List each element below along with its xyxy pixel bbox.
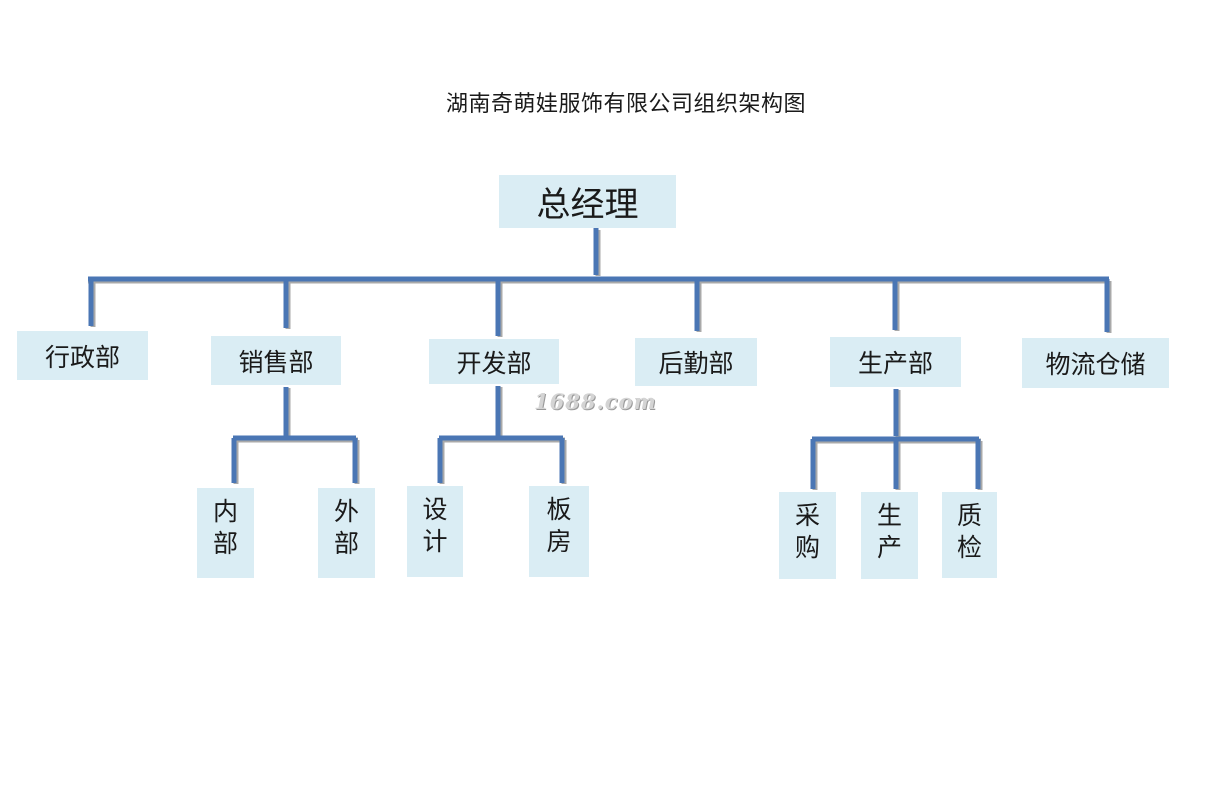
node-sales-internal: 内部 (197, 488, 254, 578)
node-label: 总经理 (536, 185, 639, 225)
watermark-text: 1688.com (534, 389, 657, 414)
node-dev-pattern-room: 板房 (529, 486, 589, 577)
node-prod-purchasing: 采购 (779, 492, 836, 579)
node-label: 质检 (957, 501, 983, 562)
node-sales-dept: 销售部 (211, 336, 341, 385)
node-prod-production: 生产 (861, 492, 918, 579)
node-label: 销售部 (238, 347, 314, 377)
node-label: 板房 (546, 495, 572, 556)
node-label: 生产 (877, 501, 903, 562)
node-development-dept: 开发部 (429, 339, 559, 384)
node-label: 内部 (213, 497, 239, 558)
node-label: 外部 (334, 497, 360, 558)
node-label: 物流仓储 (1045, 350, 1146, 379)
node-label: 行政部 (44, 342, 120, 372)
node-label: 采购 (795, 501, 821, 562)
node-label: 设计 (422, 495, 448, 556)
node-label: 生产部 (857, 349, 933, 378)
chart-title: 湖南奇萌娃服饰有限公司组织架构图 (445, 92, 806, 117)
node-logistics-support-dept: 后勤部 (635, 338, 757, 386)
node-admin-dept: 行政部 (17, 331, 148, 380)
node-prod-quality-check: 质检 (942, 492, 997, 578)
node-label: 后勤部 (658, 349, 734, 378)
node-sales-external: 外部 (318, 488, 375, 578)
node-logistics-warehouse: 物流仓储 (1022, 338, 1169, 388)
node-dev-design: 设计 (407, 486, 463, 577)
node-label: 开发部 (456, 348, 532, 378)
connector-lines (88, 228, 1110, 489)
node-general-manager: 总经理 (499, 175, 676, 228)
node-production-dept: 生产部 (830, 337, 961, 387)
